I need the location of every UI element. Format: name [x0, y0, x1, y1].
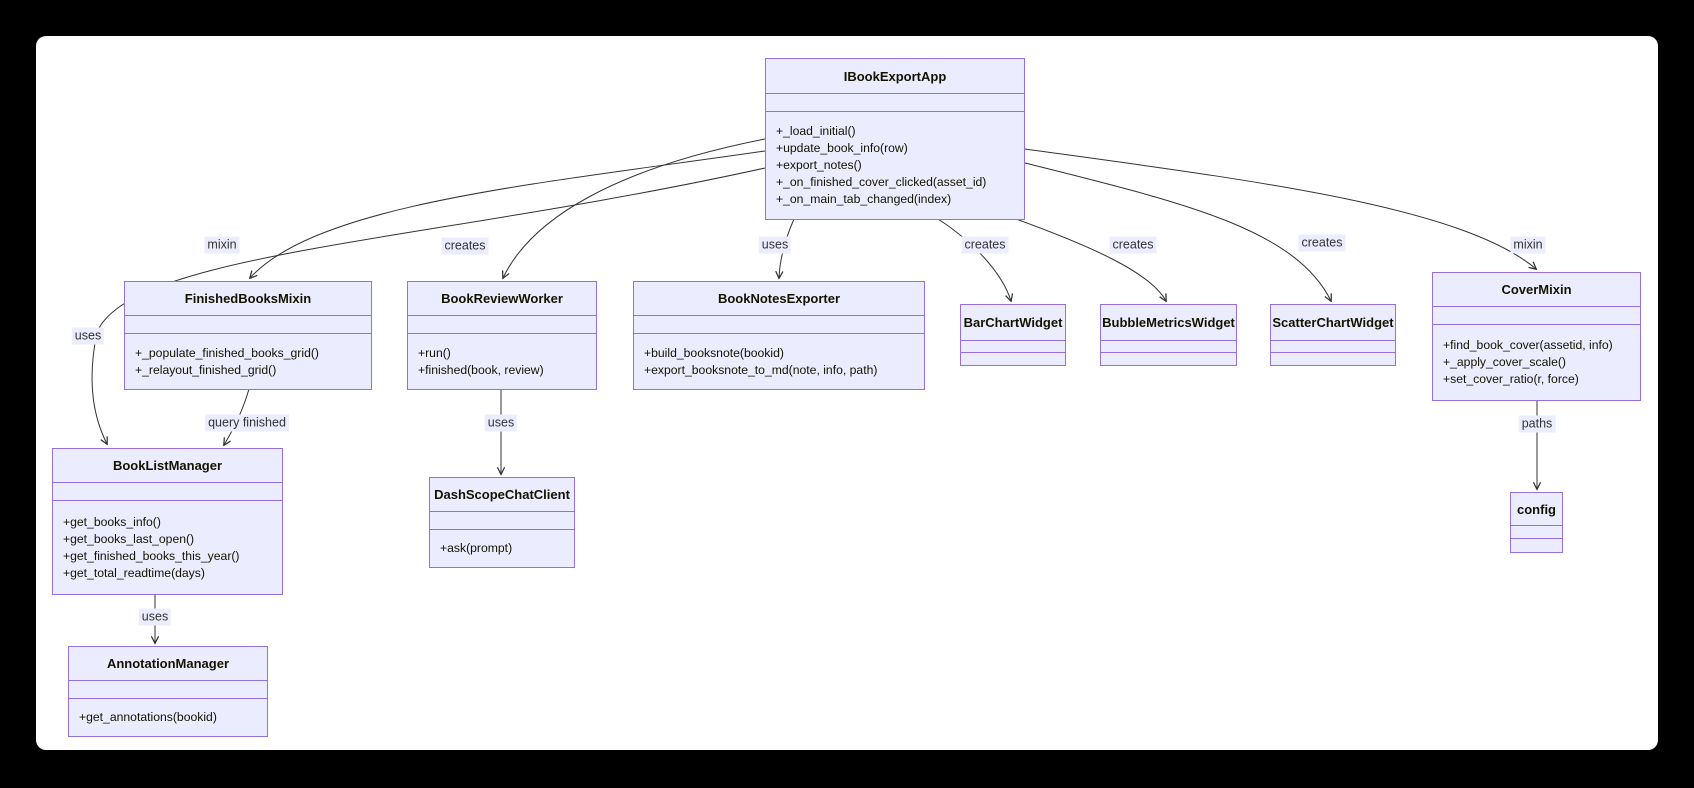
- edge-label-finished-books-mixin-to-book-list-manager: query finished: [205, 414, 289, 432]
- class-title-bar-chart-widget: BarChartWidget: [961, 305, 1065, 341]
- class-attributes-cover-mixin: [1433, 307, 1640, 325]
- class-methods-book-list-manager: +get_books_info() +get_books_last_open() +…: [53, 501, 282, 594]
- class-title-annotation-manager: AnnotationManager: [69, 647, 267, 681]
- class-attributes-finished-books-mixin: [125, 316, 371, 334]
- class-title-dashscope-chat-client: DashScopeChatClient: [430, 478, 574, 512]
- class-node-dashscope-chat-client: DashScopeChatClient +ask(prompt): [429, 477, 575, 568]
- class-title-ibook-export-app: IBookExportApp: [766, 59, 1024, 94]
- edge-label-cover-mixin-to-config: paths: [1518, 415, 1556, 433]
- class-methods-scatter-chart-widget: [1271, 353, 1395, 365]
- class-methods-annotation-manager: +get_annotations(bookid): [69, 699, 267, 736]
- edge-label-ibook-export-app-to-book-review-worker: creates: [441, 237, 489, 255]
- class-title-scatter-chart-widget: ScatterChartWidget: [1271, 305, 1395, 341]
- method-line: +set_cover_ratio(r, force): [1443, 372, 1579, 386]
- class-attributes-ibook-export-app: [766, 94, 1024, 112]
- method-line: +find_book_cover(assetid, info): [1443, 338, 1613, 352]
- method-line: +get_finished_books_this_year(): [63, 548, 240, 563]
- method-line: +_relayout_finished_grid(): [135, 362, 277, 377]
- class-title-cover-mixin: CoverMixin: [1433, 273, 1640, 307]
- class-node-book-notes-exporter: BookNotesExporter +build_booksnote(bookid…: [633, 281, 925, 390]
- class-methods-config: [1511, 539, 1562, 552]
- class-node-config: config: [1510, 492, 1563, 553]
- class-attributes-scatter-chart-widget: [1271, 341, 1395, 353]
- method-line: +get_books_info(): [63, 514, 161, 529]
- class-node-cover-mixin: CoverMixin +find_book_cover(assetid, info…: [1432, 272, 1641, 401]
- method-line: +_on_main_tab_changed(index): [776, 192, 952, 206]
- method-line: +get_total_readtime(days): [63, 565, 205, 580]
- method-line: +get_annotations(bookid): [79, 710, 217, 724]
- method-line: +build_booksnote(bookid): [644, 345, 784, 360]
- class-node-bubble-metrics-widget: BubbleMetricsWidget: [1100, 304, 1237, 366]
- class-title-book-list-manager: BookListManager: [53, 449, 282, 483]
- class-attributes-book-list-manager: [53, 483, 282, 501]
- class-methods-dashscope-chat-client: +ask(prompt): [430, 530, 574, 567]
- class-node-scatter-chart-widget: ScatterChartWidget: [1270, 304, 1396, 366]
- class-node-book-review-worker: BookReviewWorker +run() +finished(book, re…: [407, 281, 597, 390]
- class-title-config: config: [1511, 493, 1562, 526]
- edge-label-ibook-export-app-to-cover-mixin: mixin: [1510, 236, 1546, 254]
- edge-label-ibook-export-app-to-book-notes-exporter: uses: [758, 236, 792, 254]
- edge-label-ibook-export-app-to-bar-chart-widget: creates: [961, 236, 1009, 254]
- method-line: +export_notes(): [776, 158, 862, 172]
- method-line: +get_books_last_open(): [63, 531, 195, 546]
- method-line: +update_book_info(row): [776, 141, 908, 155]
- class-attributes-dashscope-chat-client: [430, 512, 574, 530]
- class-title-finished-books-mixin: FinishedBooksMixin: [125, 282, 371, 316]
- edge-label-book-review-worker-to-dashscope-chat-client: uses: [484, 414, 518, 432]
- class-node-annotation-manager: AnnotationManager +get_annotations(bookid…: [68, 646, 268, 737]
- class-title-bubble-metrics-widget: BubbleMetricsWidget: [1101, 305, 1236, 341]
- method-line: +_on_finished_cover_clicked(asset_id): [776, 175, 987, 189]
- method-line: +ask(prompt): [440, 541, 513, 555]
- method-line: +_load_initial(): [776, 124, 856, 138]
- class-methods-book-review-worker: +run() +finished(book, review): [408, 334, 596, 389]
- method-line: +_populate_finished_books_grid(): [135, 345, 319, 360]
- class-node-finished-books-mixin: FinishedBooksMixin +_populate_finished_bo…: [124, 281, 372, 390]
- method-line: +export_booksnote_to_md(note, info, path…: [644, 362, 878, 377]
- class-methods-ibook-export-app: +_load_initial() +update_book_info(row) +e…: [766, 112, 1024, 219]
- class-attributes-bubble-metrics-widget: [1101, 341, 1236, 353]
- class-title-book-notes-exporter: BookNotesExporter: [634, 282, 924, 316]
- edge-label-ibook-export-app-to-finished-books-mixin: mixin: [204, 236, 240, 254]
- method-line: +finished(book, review): [418, 362, 544, 377]
- class-attributes-book-review-worker: [408, 316, 596, 334]
- method-line: +run(): [418, 345, 451, 360]
- class-node-book-list-manager: BookListManager+get_books_info()+get_boo…: [52, 448, 283, 595]
- class-attributes-annotation-manager: [69, 681, 267, 699]
- class-attributes-config: [1511, 526, 1562, 539]
- class-methods-book-notes-exporter: +build_booksnote(bookid) +export_booksnot…: [634, 334, 924, 389]
- class-node-bar-chart-widget: BarChartWidget: [960, 304, 1066, 366]
- edge-label-book-list-manager-to-annotation-manager: uses: [138, 608, 172, 626]
- class-methods-cover-mixin: +find_book_cover(assetid, info) +_apply_c…: [1433, 325, 1640, 400]
- class-title-book-review-worker: BookReviewWorker: [408, 282, 596, 316]
- class-methods-bar-chart-widget: [961, 353, 1065, 365]
- edge-label-ibook-export-app-to-book-list-manager: uses: [71, 327, 105, 345]
- class-attributes-book-notes-exporter: [634, 316, 924, 334]
- class-methods-finished-books-mixin: +_populate_finished_books_grid() +_relayo…: [125, 334, 371, 389]
- edge-label-ibook-export-app-to-bubble-metrics-widget: creates: [1109, 236, 1157, 254]
- class-attributes-bar-chart-widget: [961, 341, 1065, 353]
- edge-label-ibook-export-app-to-scatter-chart-widget: creates: [1298, 234, 1346, 252]
- class-node-ibook-export-app: IBookExportApp +_load_initial() +update_bo…: [765, 58, 1025, 220]
- class-methods-bubble-metrics-widget: [1101, 353, 1236, 365]
- method-line: +_apply_cover_scale(): [1443, 355, 1566, 369]
